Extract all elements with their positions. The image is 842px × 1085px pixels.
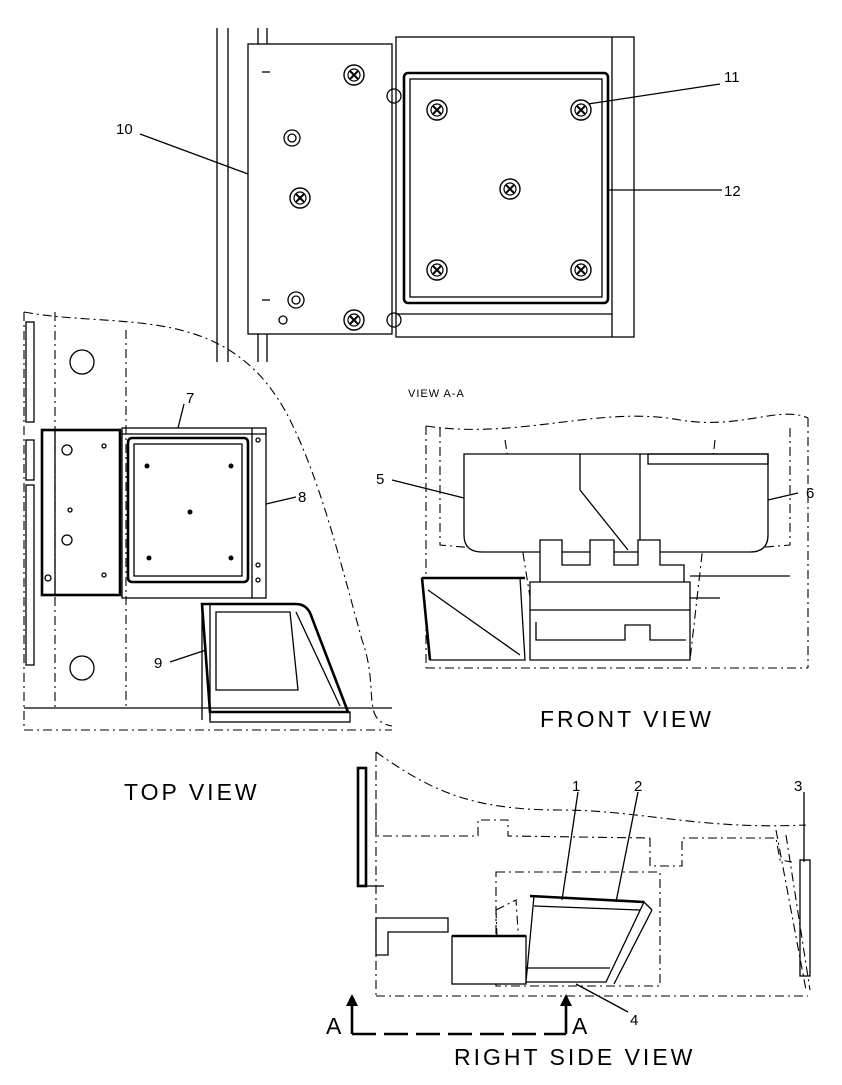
screw-icon xyxy=(570,99,592,121)
top-view-drawing xyxy=(23,311,393,731)
screw-icon xyxy=(570,259,592,281)
callout-3: 3 xyxy=(794,778,802,795)
callout-4: 4 xyxy=(630,1012,638,1029)
screw-icon xyxy=(343,309,365,331)
top-cover-plate xyxy=(126,436,250,584)
screw-icon xyxy=(426,259,448,281)
callout-8: 8 xyxy=(298,489,306,506)
callout-11: 11 xyxy=(724,69,740,86)
section-mark-a-left: A xyxy=(326,1013,344,1039)
right-side-view-drawing xyxy=(346,751,811,1036)
callout-1: 1 xyxy=(572,778,580,795)
panel-assembly xyxy=(463,453,769,553)
screw-icon xyxy=(426,99,448,121)
screw-icon xyxy=(343,64,365,86)
front-view-title: FRONT VIEW xyxy=(540,706,714,732)
bracket-plate xyxy=(247,43,393,335)
callout-12: 12 xyxy=(724,183,741,200)
front-view-drawing xyxy=(420,413,809,669)
view-aa-drawing xyxy=(216,28,635,362)
side-box xyxy=(200,602,350,714)
callout-6: 6 xyxy=(806,485,814,502)
screw-group xyxy=(289,64,592,331)
callout-5: 5 xyxy=(376,471,384,488)
top-view-title: TOP VIEW xyxy=(124,779,260,805)
right-side-view-title: RIGHT SIDE VIEW xyxy=(454,1044,695,1070)
screw-icon xyxy=(499,178,521,200)
cover-plate xyxy=(402,71,610,305)
section-mark-a-right: A xyxy=(572,1013,590,1039)
callout-9: 9 xyxy=(154,655,162,672)
view-aa-title: VIEW A-A xyxy=(408,388,465,400)
callout-7: 7 xyxy=(186,390,194,407)
screw-icon xyxy=(289,187,311,209)
lower-box xyxy=(529,581,691,661)
mount-bracket xyxy=(40,428,122,597)
leader-lines xyxy=(139,83,805,1013)
callout-10: 10 xyxy=(116,121,133,138)
callout-2: 2 xyxy=(634,778,642,795)
